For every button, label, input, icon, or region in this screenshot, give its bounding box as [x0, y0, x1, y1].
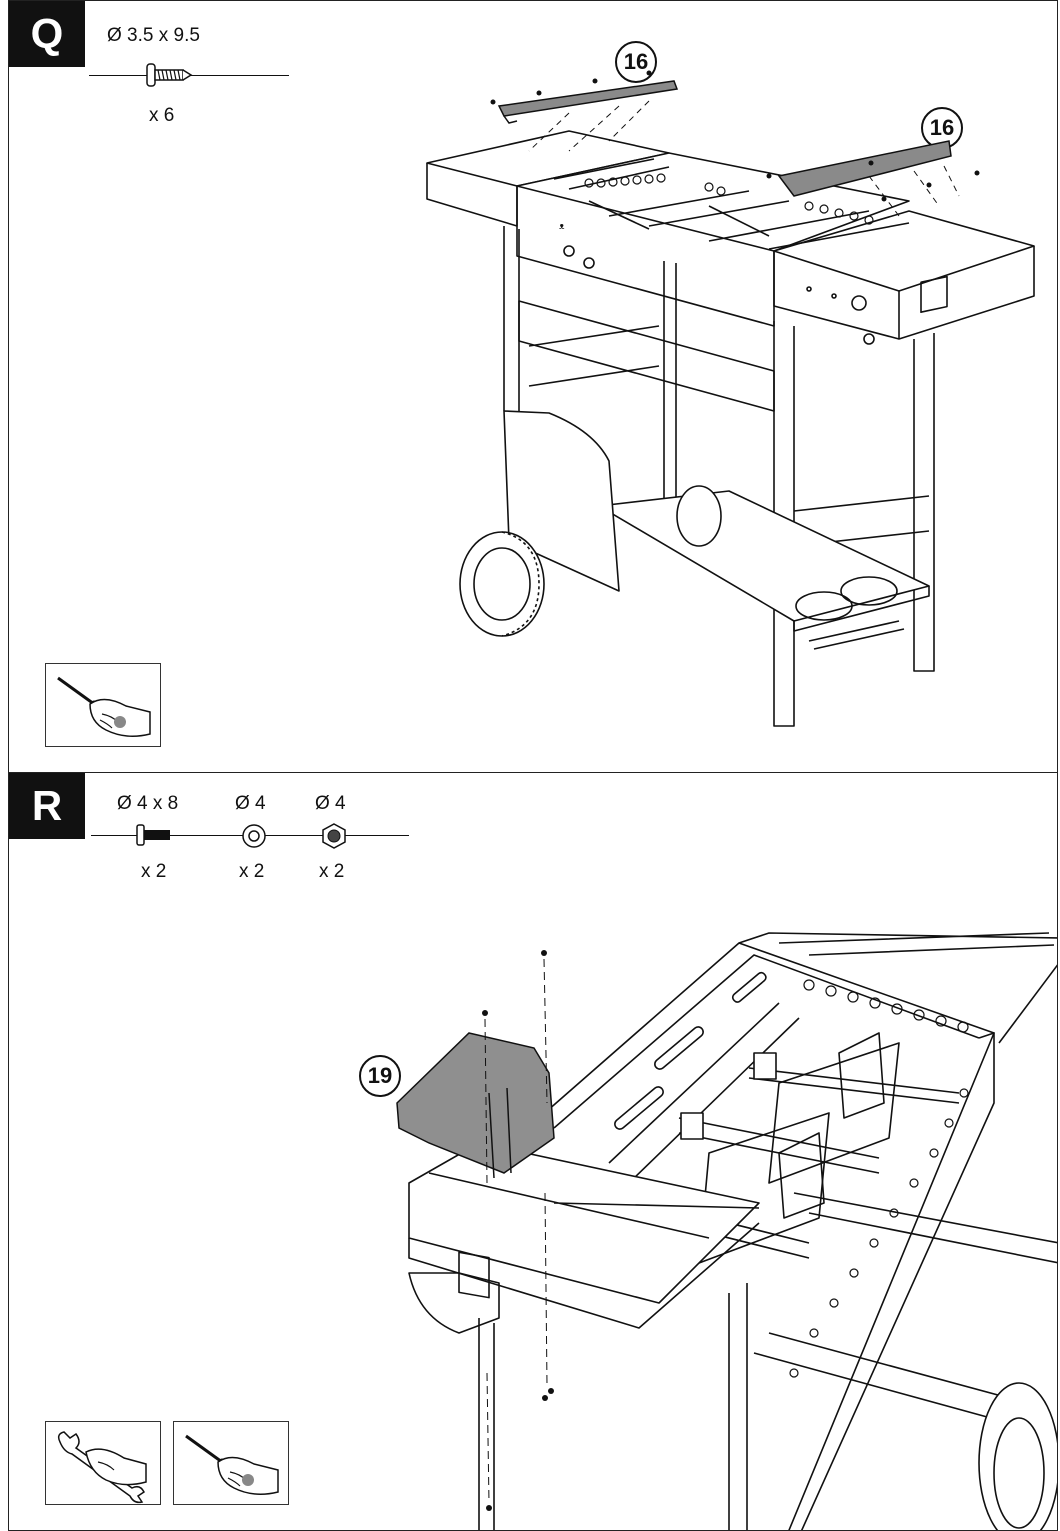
- washer-qty-label: x 2: [239, 861, 265, 882]
- part-callout-16-left: 16: [615, 41, 657, 83]
- nut-icon: [322, 823, 346, 849]
- washer-icon: [242, 824, 266, 848]
- wrench-tool-box: [45, 1421, 161, 1505]
- self-tapping-screw-icon: [146, 63, 193, 87]
- screwdriver-tool-box: [45, 663, 161, 747]
- grill-cart-illustration: ᴥ: [426, 70, 1035, 727]
- wrench-hand-icon: [57, 1431, 147, 1504]
- bolt-spec-label: Ø 4 x 8: [117, 793, 179, 814]
- screw-spec-label: Ø 3.5 x 9.5: [107, 25, 200, 46]
- washer-spec-label: Ø 4: [235, 793, 266, 814]
- step-r-badge: R: [9, 773, 85, 839]
- part-callout-19: 19: [359, 1055, 401, 1097]
- grill-frame-illustration: [396, 932, 1057, 1530]
- nut-spec-label: Ø 4: [315, 793, 346, 814]
- svg-text:ᴥ: ᴥ: [559, 221, 565, 231]
- step-q-badge: Q: [9, 1, 85, 67]
- screwdriver-tool-box: [173, 1421, 289, 1505]
- screw-qty-label: x 6: [149, 105, 175, 126]
- step-r-panel: R Ø 4 x 8 Ø 4 Ø 4 x 2 x 2 x 2 19: [8, 772, 1058, 1531]
- screwdriver-hand-icon: [185, 1434, 279, 1495]
- bolt-icon: [136, 824, 170, 846]
- screwdriver-hand-icon: [57, 676, 151, 737]
- step-q-panel: Q Ø 3.5 x 9.5 x 6 16 16: [8, 0, 1058, 773]
- nut-qty-label: x 2: [319, 861, 345, 882]
- bolt-qty-label: x 2: [141, 861, 167, 882]
